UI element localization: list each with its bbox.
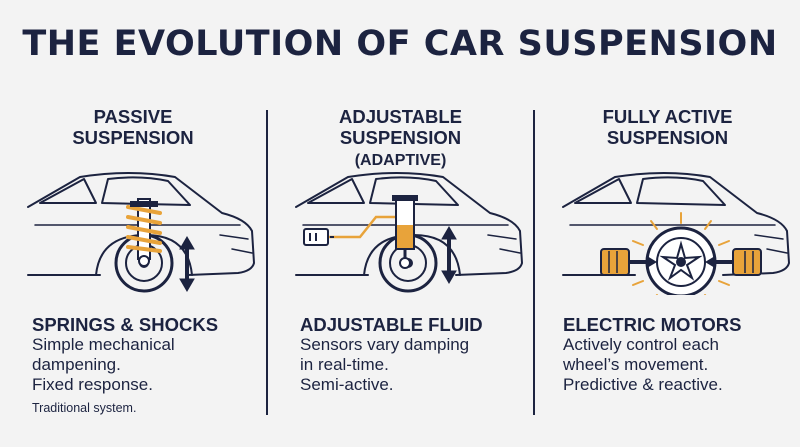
adjustable-desc-line-2: in real-time. [300,355,389,374]
passive-desc-line-2: dampening. [32,355,121,374]
sensor-wire-icon [328,215,396,239]
passive-desc-line-1: Simple mechanical [32,335,175,354]
active-title: FULLY ACTIVE SUSPENSION [535,106,800,148]
adjustable-title-line-1: ADJUSTABLE [339,106,462,127]
page-title: THE EVOLUTION OF CAR SUSPENSION [22,24,778,64]
adjustable-vertical-arrow-icon [441,226,457,284]
active-desc-line-1: Actively control each [563,335,719,354]
active-title-line-1: FULLY ACTIVE [602,106,733,127]
adjustable-subtitle: (ADAPTIVE) [354,152,447,169]
active-car-illustration [562,172,790,295]
adjustable-title-line-2: SUSPENSION [339,127,462,148]
sensor-module-icon [303,228,334,246]
passive-description: Simple mechanical dampening. Fixed respo… [32,335,175,395]
adjustable-heading: ADJUSTABLE FLUID [300,314,483,335]
active-wheel-icon [645,226,717,295]
adjustable-description: Sensors vary damping in real-time. Semi-… [300,335,469,395]
passive-car-illustration [27,172,255,293]
adjustable-desc-line-3: Semi-active. [300,375,394,394]
passive-note: Traditional system. [32,401,137,415]
passive-title: PASSIVE SUSPENSION [0,106,266,148]
coil-spring-icon [126,198,162,267]
motion-rays-icon [632,212,730,295]
column-divider-1 [266,110,268,415]
adjustable-title: ADJUSTABLE SUSPENSION [268,106,533,148]
vertical-motion-arrow-icon [179,236,195,292]
adjustable-car-illustration [295,172,523,293]
passive-desc-line-3: Fixed response. [32,375,153,394]
passive-heading: SPRINGS & SHOCKS [32,314,219,335]
active-desc-line-3: Predictive & reactive. [563,375,723,394]
passive-title-line-1: PASSIVE [93,106,173,127]
adjustable-desc-line-1: Sensors vary damping [300,335,470,354]
active-title-line-2: SUSPENSION [606,127,729,148]
passive-suspension-column: PASSIVE SUSPENSION [0,0,266,447]
active-heading: ELECTRIC MOTORS [563,314,742,335]
column-divider-2 [533,110,535,415]
left-electric-motor-icon [600,248,657,276]
adaptive-damper-icon [392,195,418,269]
active-suspension-column: FULLY ACTIVE SUSPENSION [535,0,800,447]
adjustable-suspension-column: ADJUSTABLE SUSPENSION (ADAPTIVE) [268,0,533,447]
passive-title-line-2: SUSPENSION [72,127,194,148]
right-electric-motor-icon [705,248,762,276]
active-desc-line-2: wheel’s movement. [563,355,709,374]
active-description: Actively control each wheel’s movement. … [563,335,723,395]
